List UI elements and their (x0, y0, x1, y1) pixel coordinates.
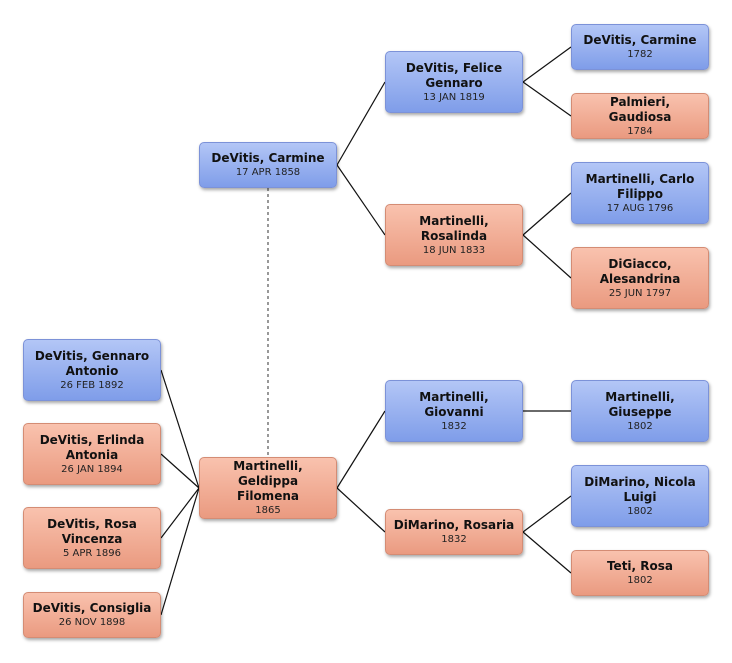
person-date: 17 AUG 1796 (606, 202, 674, 214)
parent-link (160, 453, 200, 489)
person-devitis-erlinda-antonia[interactable]: DeVitis, Erlinda Antonia 26 JAN 1894 (23, 423, 161, 485)
parent-link (336, 410, 386, 489)
person-devitis-carmine-1858[interactable]: DeVitis, Carmine 17 APR 1858 (199, 142, 337, 188)
person-martinelli-rosalinda[interactable]: Martinelli, Rosalinda 18 JUN 1833 (385, 204, 523, 266)
person-name: Teti, Rosa (606, 559, 674, 573)
person-name: DiMarino, Rosaria (393, 518, 515, 532)
person-dimarino-nicola-luigi[interactable]: DiMarino, Nicola Luigi 1802 (571, 465, 709, 527)
person-name: DeVitis, Felice Gennaro (405, 60, 503, 90)
parent-link (160, 487, 200, 539)
person-martinelli-geldippa-filomena[interactable]: Martinelli, Geldippa Filomena 1865 (199, 457, 337, 519)
person-name: Martinelli, Giovanni (419, 389, 489, 419)
person-digiacco-alesandrina[interactable]: DiGiacco, Alesandrina 25 JUN 1797 (571, 247, 709, 309)
person-teti-rosa[interactable]: Teti, Rosa 1802 (571, 550, 709, 596)
person-date: 25 JUN 1797 (608, 287, 672, 299)
person-date: 1865 (255, 505, 281, 516)
person-date: 13 JAN 1819 (423, 91, 485, 103)
person-date: 1784 (627, 125, 653, 137)
person-name: Martinelli, Geldippa Filomena (233, 459, 303, 503)
parent-link (522, 234, 572, 279)
person-martinelli-carlo-filippo[interactable]: Martinelli, Carlo Filippo 17 AUG 1796 (571, 162, 709, 224)
person-name: DiGiacco, Alesandrina (599, 256, 681, 286)
parent-link (336, 81, 386, 166)
person-martinelli-giuseppe[interactable]: Martinelli, Giuseppe 1802 (571, 380, 709, 442)
person-name: DeVitis, Carmine (583, 33, 697, 47)
parent-link (336, 487, 386, 533)
person-name: DeVitis, Erlinda Antonia (39, 432, 145, 462)
person-date: 1802 (627, 505, 653, 517)
person-date: 1802 (627, 575, 653, 586)
person-date: 18 JUN 1833 (422, 244, 486, 256)
person-name: DeVitis, Rosa Vincenza (47, 516, 137, 546)
person-date: 26 NOV 1898 (58, 617, 126, 628)
person-name: DeVitis, Carmine (211, 151, 325, 165)
person-name: Martinelli, Carlo Filippo (585, 171, 695, 201)
person-palmieri-gaudiosa[interactable]: Palmieri, Gaudiosa 1784 (571, 93, 709, 139)
parent-link (336, 164, 386, 236)
person-devitis-carmine-1782[interactable]: DeVitis, Carmine 1782 (571, 24, 709, 70)
person-martinelli-giovanni[interactable]: Martinelli, Giovanni 1832 (385, 380, 523, 442)
person-devitis-gennaro-antonio[interactable]: DeVitis, Gennaro Antonio 26 FEB 1892 (23, 339, 161, 401)
parent-link (522, 46, 572, 83)
parent-link (522, 81, 572, 117)
person-devitis-felice-gennaro[interactable]: DeVitis, Felice Gennaro 13 JAN 1819 (385, 51, 523, 113)
person-devitis-consiglia[interactable]: DeVitis, Consiglia 26 NOV 1898 (23, 592, 161, 638)
person-date: 1802 (627, 420, 653, 432)
person-name: DeVitis, Gennaro Antonio (34, 348, 150, 378)
person-date: 26 JAN 1894 (61, 463, 123, 475)
person-name: DeVitis, Consiglia (32, 601, 152, 615)
person-name: Martinelli, Giuseppe (605, 389, 675, 419)
person-date: 1832 (441, 534, 467, 545)
person-dimarino-rosaria[interactable]: DiMarino, Rosaria 1832 (385, 509, 523, 555)
person-devitis-rosa-vincenza[interactable]: DeVitis, Rosa Vincenza 5 APR 1896 (23, 507, 161, 569)
parent-link (522, 192, 572, 236)
parent-link (522, 495, 572, 533)
person-name: Palmieri, Gaudiosa (608, 94, 672, 124)
person-date: 17 APR 1858 (235, 167, 301, 178)
person-date: 1832 (441, 420, 467, 432)
person-name: Martinelli, Rosalinda (419, 213, 489, 243)
person-date: 1782 (627, 49, 653, 60)
person-date: 5 APR 1896 (63, 547, 121, 559)
person-date: 26 FEB 1892 (60, 379, 124, 391)
person-name: DiMarino, Nicola Luigi (584, 474, 696, 504)
parent-link (160, 369, 200, 489)
parent-link (160, 487, 200, 616)
parent-link (522, 531, 572, 574)
